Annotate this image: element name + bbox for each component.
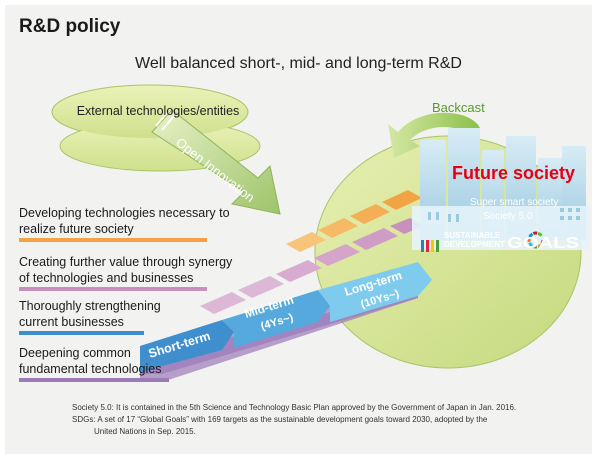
row-lines bbox=[19, 238, 207, 382]
footnote-society: Society 5.0: It is contained in the 5th … bbox=[72, 403, 517, 412]
mid-term-arrow bbox=[222, 290, 330, 348]
row-label-future: Developing technologies necessary to rea… bbox=[19, 205, 230, 237]
sdg-wheel-icon bbox=[527, 231, 545, 249]
row-label-current: Thoroughly strengthening current busines… bbox=[19, 298, 161, 330]
page-subtitle: Well balanced short-, mid- and long-term… bbox=[135, 55, 462, 72]
external-technologies-label: External technologies/entities bbox=[76, 104, 240, 118]
long-term-arrow bbox=[318, 262, 432, 322]
society-label: Society 5.0 bbox=[483, 211, 533, 222]
row-label-line: current businesses bbox=[19, 315, 124, 329]
row-label-line: of technologies and businesses bbox=[19, 271, 194, 285]
page-title: R&D policy bbox=[19, 16, 121, 37]
term-arrows: Short-term Mid-term (4Ys~) Long-term (10… bbox=[140, 262, 432, 372]
sdg-line2: DEVELOPMENT bbox=[444, 240, 505, 249]
sdg-line1: SUSTAINABLE bbox=[444, 231, 501, 240]
row-line-2 bbox=[19, 287, 207, 291]
row-label-fundamental: Deepening common fundamental technologie… bbox=[19, 345, 161, 377]
row-label-line: Deepening common bbox=[19, 346, 131, 360]
row-label-line: realize future society bbox=[19, 222, 134, 236]
row-line-4 bbox=[19, 378, 169, 382]
row-line-1 bbox=[19, 238, 207, 242]
row-label-line: Creating further value through synergy bbox=[19, 255, 233, 269]
row-label-line: Thoroughly strengthening bbox=[19, 299, 161, 313]
row-label-line: Developing technologies necessary to bbox=[19, 206, 230, 220]
backcast-arrow: Backcast bbox=[388, 100, 485, 158]
backcast-label: Backcast bbox=[432, 100, 485, 115]
row-line-3 bbox=[19, 331, 144, 335]
row-label-synergy: Creating further value through synergy o… bbox=[19, 254, 232, 286]
synergy-arrows bbox=[200, 218, 424, 314]
footnote-sdgs-cont: United Nations in Sep. 2015. bbox=[94, 427, 196, 436]
city-skyline bbox=[412, 128, 590, 252]
footnotes: Society 5.0: It is contained in the 5th … bbox=[72, 402, 592, 438]
external-cloud bbox=[51, 84, 261, 172]
short-term-arrow bbox=[140, 320, 234, 372]
sdg-goals: GOALS bbox=[507, 235, 579, 252]
row-label-line: fundamental technologies bbox=[19, 362, 162, 376]
footnote-sdgs: SDGs: A set of 17 “Global Goals” with 16… bbox=[72, 415, 488, 424]
future-arrows bbox=[286, 190, 422, 252]
super-smart-label: Super smart society bbox=[470, 197, 558, 208]
future-society-title: Future society bbox=[452, 163, 575, 183]
